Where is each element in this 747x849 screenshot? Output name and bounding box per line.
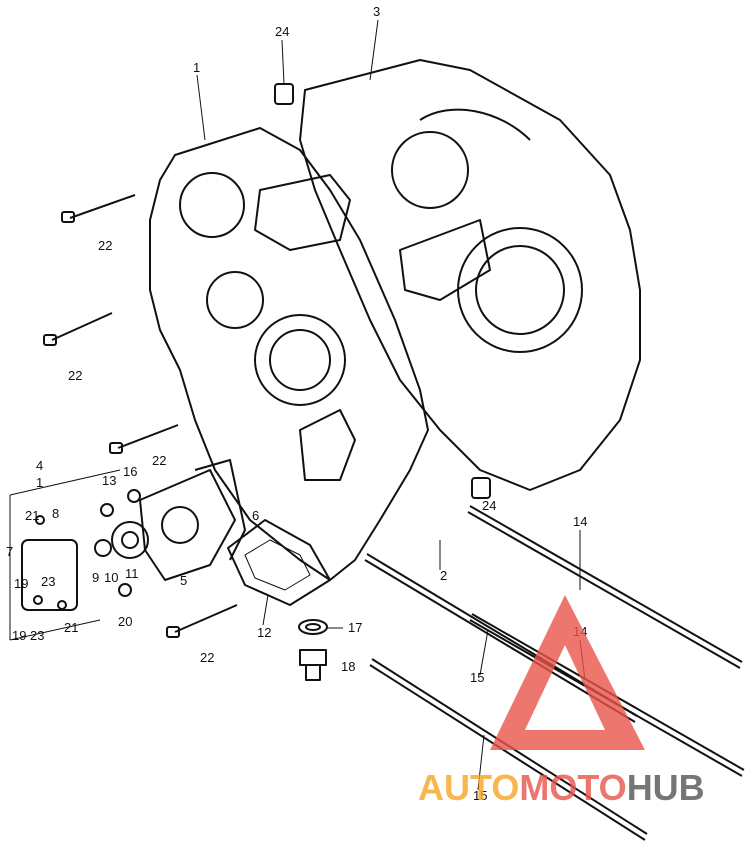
callout-13: 13 (102, 473, 116, 488)
watermark-text-auto: AUTO (418, 767, 519, 808)
oil-pump-body (139, 469, 236, 581)
stud-bolt-14-a (467, 505, 743, 669)
callout-22-b: 22 (68, 368, 82, 383)
svg-text:AUTOMOTOHUB: AUTOMOTOHUB (418, 767, 705, 808)
callout-2: 2 (440, 568, 447, 583)
callout-21-b: 21 (64, 620, 78, 635)
bolt-22-d (166, 604, 238, 638)
bolt-22-c (109, 424, 179, 454)
callout-7: 7 (6, 544, 13, 559)
callout-3: 3 (373, 4, 380, 19)
callout-24-top: 24 (275, 24, 289, 39)
callout-15-b: 15 (473, 788, 487, 803)
callout-15-a: 15 (470, 670, 484, 685)
callout-23-a: 23 (41, 574, 55, 589)
oil-strainer-screen (227, 519, 331, 606)
callout-22-c: 22 (152, 453, 166, 468)
callout-18: 18 (341, 659, 355, 674)
bolt-22-a (61, 194, 136, 223)
automotohub-watermark: AUTOMOTOHUB (418, 595, 705, 808)
callout-5: 5 (180, 573, 187, 588)
callout-11: 11 (125, 566, 139, 581)
callout-6: 6 (252, 508, 259, 523)
left-crankcase-half (149, 127, 429, 581)
callout-24-bottom: 24 (482, 498, 496, 513)
callout-14-a: 14 (573, 514, 587, 529)
oil-pump-cover (21, 539, 78, 611)
callout-22-a: 22 (98, 238, 112, 253)
callout-20: 20 (118, 614, 132, 629)
callout-22-d: 22 (200, 650, 214, 665)
drain-plug-18 (299, 649, 327, 681)
callout-17: 17 (348, 620, 362, 635)
watermark-text-hub: HUB (627, 767, 705, 808)
drain-washer-17 (298, 619, 328, 635)
callout-19-a: 19 (14, 576, 28, 591)
callout-12: 12 (257, 625, 271, 640)
right-crankcase-half (299, 59, 641, 491)
callout-4: 4 (36, 458, 43, 473)
bolt-22-b (43, 312, 113, 346)
callout-19-b: 19 (12, 628, 26, 643)
watermark-text-moto: MOTO (519, 767, 626, 808)
dowel-pin-24-top (274, 83, 294, 105)
leader-lines (9, 19, 586, 791)
callout-1-group: 1 (36, 475, 43, 490)
callout-8: 8 (52, 506, 59, 521)
callout-9: 9 (92, 570, 99, 585)
callout-10: 10 (104, 570, 118, 585)
callout-23-b: 23 (30, 628, 44, 643)
dowel-pin-24-bottom (471, 477, 491, 499)
callout-21-a: 21 (25, 508, 39, 523)
oil-pump-rotor (111, 521, 149, 559)
callout-1: 1 (193, 60, 200, 75)
callout-16: 16 (123, 464, 137, 479)
watermark-triangle-logo (490, 595, 645, 750)
